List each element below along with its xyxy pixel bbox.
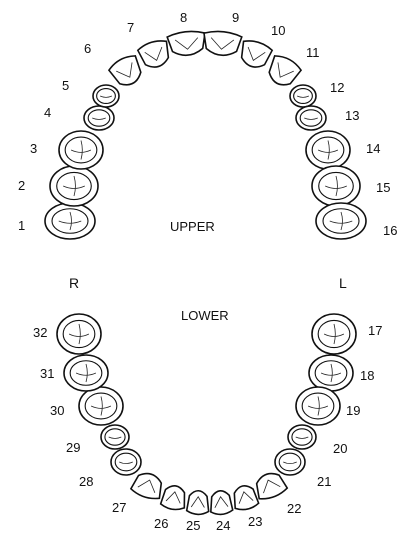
tooth-17[interactable] [312, 314, 356, 354]
tooth-9-crown [202, 30, 242, 57]
tooth-number-8: 8 [180, 10, 187, 25]
tooth-number-16: 16 [383, 223, 397, 238]
tooth-number-25: 25 [186, 518, 200, 533]
tooth-24[interactable] [209, 490, 233, 515]
tooth-number-4: 4 [44, 105, 51, 120]
tooth-number-18: 18 [360, 368, 374, 383]
tooth-number-21: 21 [317, 474, 331, 489]
tooth-25-crown [187, 490, 210, 514]
tooth-number-6: 6 [84, 41, 91, 56]
tooth-8[interactable] [167, 30, 207, 57]
tooth-5[interactable] [93, 85, 119, 107]
tooth-28[interactable] [111, 449, 141, 475]
tooth-number-24: 24 [216, 518, 230, 533]
tooth-number-12: 12 [330, 80, 344, 95]
tooth-1[interactable] [45, 203, 95, 239]
tooth-23[interactable] [231, 483, 260, 511]
tooth-6[interactable] [107, 53, 146, 91]
tooth-23-crown [231, 483, 260, 511]
tooth-27[interactable] [130, 470, 166, 502]
tooth-number-31: 31 [40, 366, 54, 381]
tooth-14[interactable] [306, 131, 350, 169]
tooth-number-11: 11 [306, 45, 320, 60]
tooth-number-20: 20 [333, 441, 347, 456]
tooth-11-crown [264, 53, 303, 91]
tooth-number-14: 14 [366, 141, 380, 156]
tooth-24-crown [209, 490, 233, 515]
tooth-number-29: 29 [66, 440, 80, 455]
tooth-number-5: 5 [62, 78, 69, 93]
tooth-18[interactable] [309, 355, 353, 391]
tooth-4[interactable] [84, 106, 114, 130]
tooth-26-crown [160, 484, 188, 511]
tooth-15[interactable] [312, 166, 360, 206]
tooth-number-9: 9 [232, 10, 239, 25]
lower-arch-label: LOWER [181, 308, 229, 323]
tooth-number-10: 10 [271, 23, 285, 38]
tooth-number-30: 30 [50, 403, 64, 418]
tooth-number-13: 13 [345, 108, 359, 123]
tooth-10-crown [237, 38, 273, 71]
tooth-19[interactable] [296, 387, 340, 425]
tooth-2[interactable] [50, 166, 98, 206]
tooth-21[interactable] [275, 449, 305, 475]
upper-arch-label: UPPER [170, 219, 215, 234]
tooth-7-crown [137, 38, 173, 71]
tooth-number-2: 2 [18, 178, 25, 193]
right-side-label: R [69, 275, 79, 291]
tooth-10[interactable] [237, 38, 273, 71]
tooth-26[interactable] [160, 484, 188, 511]
tooth-30[interactable] [79, 387, 123, 425]
tooth-3[interactable] [59, 131, 103, 169]
tooth-6-crown [107, 53, 146, 91]
tooth-number-32: 32 [33, 325, 47, 340]
tooth-number-7: 7 [127, 20, 134, 35]
tooth-29[interactable] [101, 425, 129, 449]
tooth-9[interactable] [202, 30, 242, 57]
tooth-number-28: 28 [79, 474, 93, 489]
tooth-number-19: 19 [346, 403, 360, 418]
tooth-number-23: 23 [248, 514, 262, 529]
tooth-number-17: 17 [368, 323, 382, 338]
tooth-20[interactable] [288, 425, 316, 449]
tooth-number-15: 15 [376, 180, 390, 195]
tooth-32[interactable] [57, 314, 101, 354]
tooth-13[interactable] [296, 106, 326, 130]
tooth-16[interactable] [316, 203, 366, 239]
tooth-27-crown [130, 470, 166, 502]
tooth-number-1: 1 [18, 218, 25, 233]
tooth-number-26: 26 [154, 516, 168, 531]
tooth-11[interactable] [264, 53, 303, 91]
tooth-25[interactable] [187, 490, 210, 514]
tooth-7[interactable] [137, 38, 173, 71]
tooth-number-3: 3 [30, 141, 37, 156]
tooth-31[interactable] [64, 355, 108, 391]
teeth-layer [45, 30, 366, 516]
left-side-label: L [339, 275, 347, 291]
tooth-12[interactable] [290, 85, 316, 107]
tooth-8-crown [167, 30, 207, 57]
tooth-number-27: 27 [112, 500, 126, 515]
tooth-number-22: 22 [287, 501, 301, 516]
